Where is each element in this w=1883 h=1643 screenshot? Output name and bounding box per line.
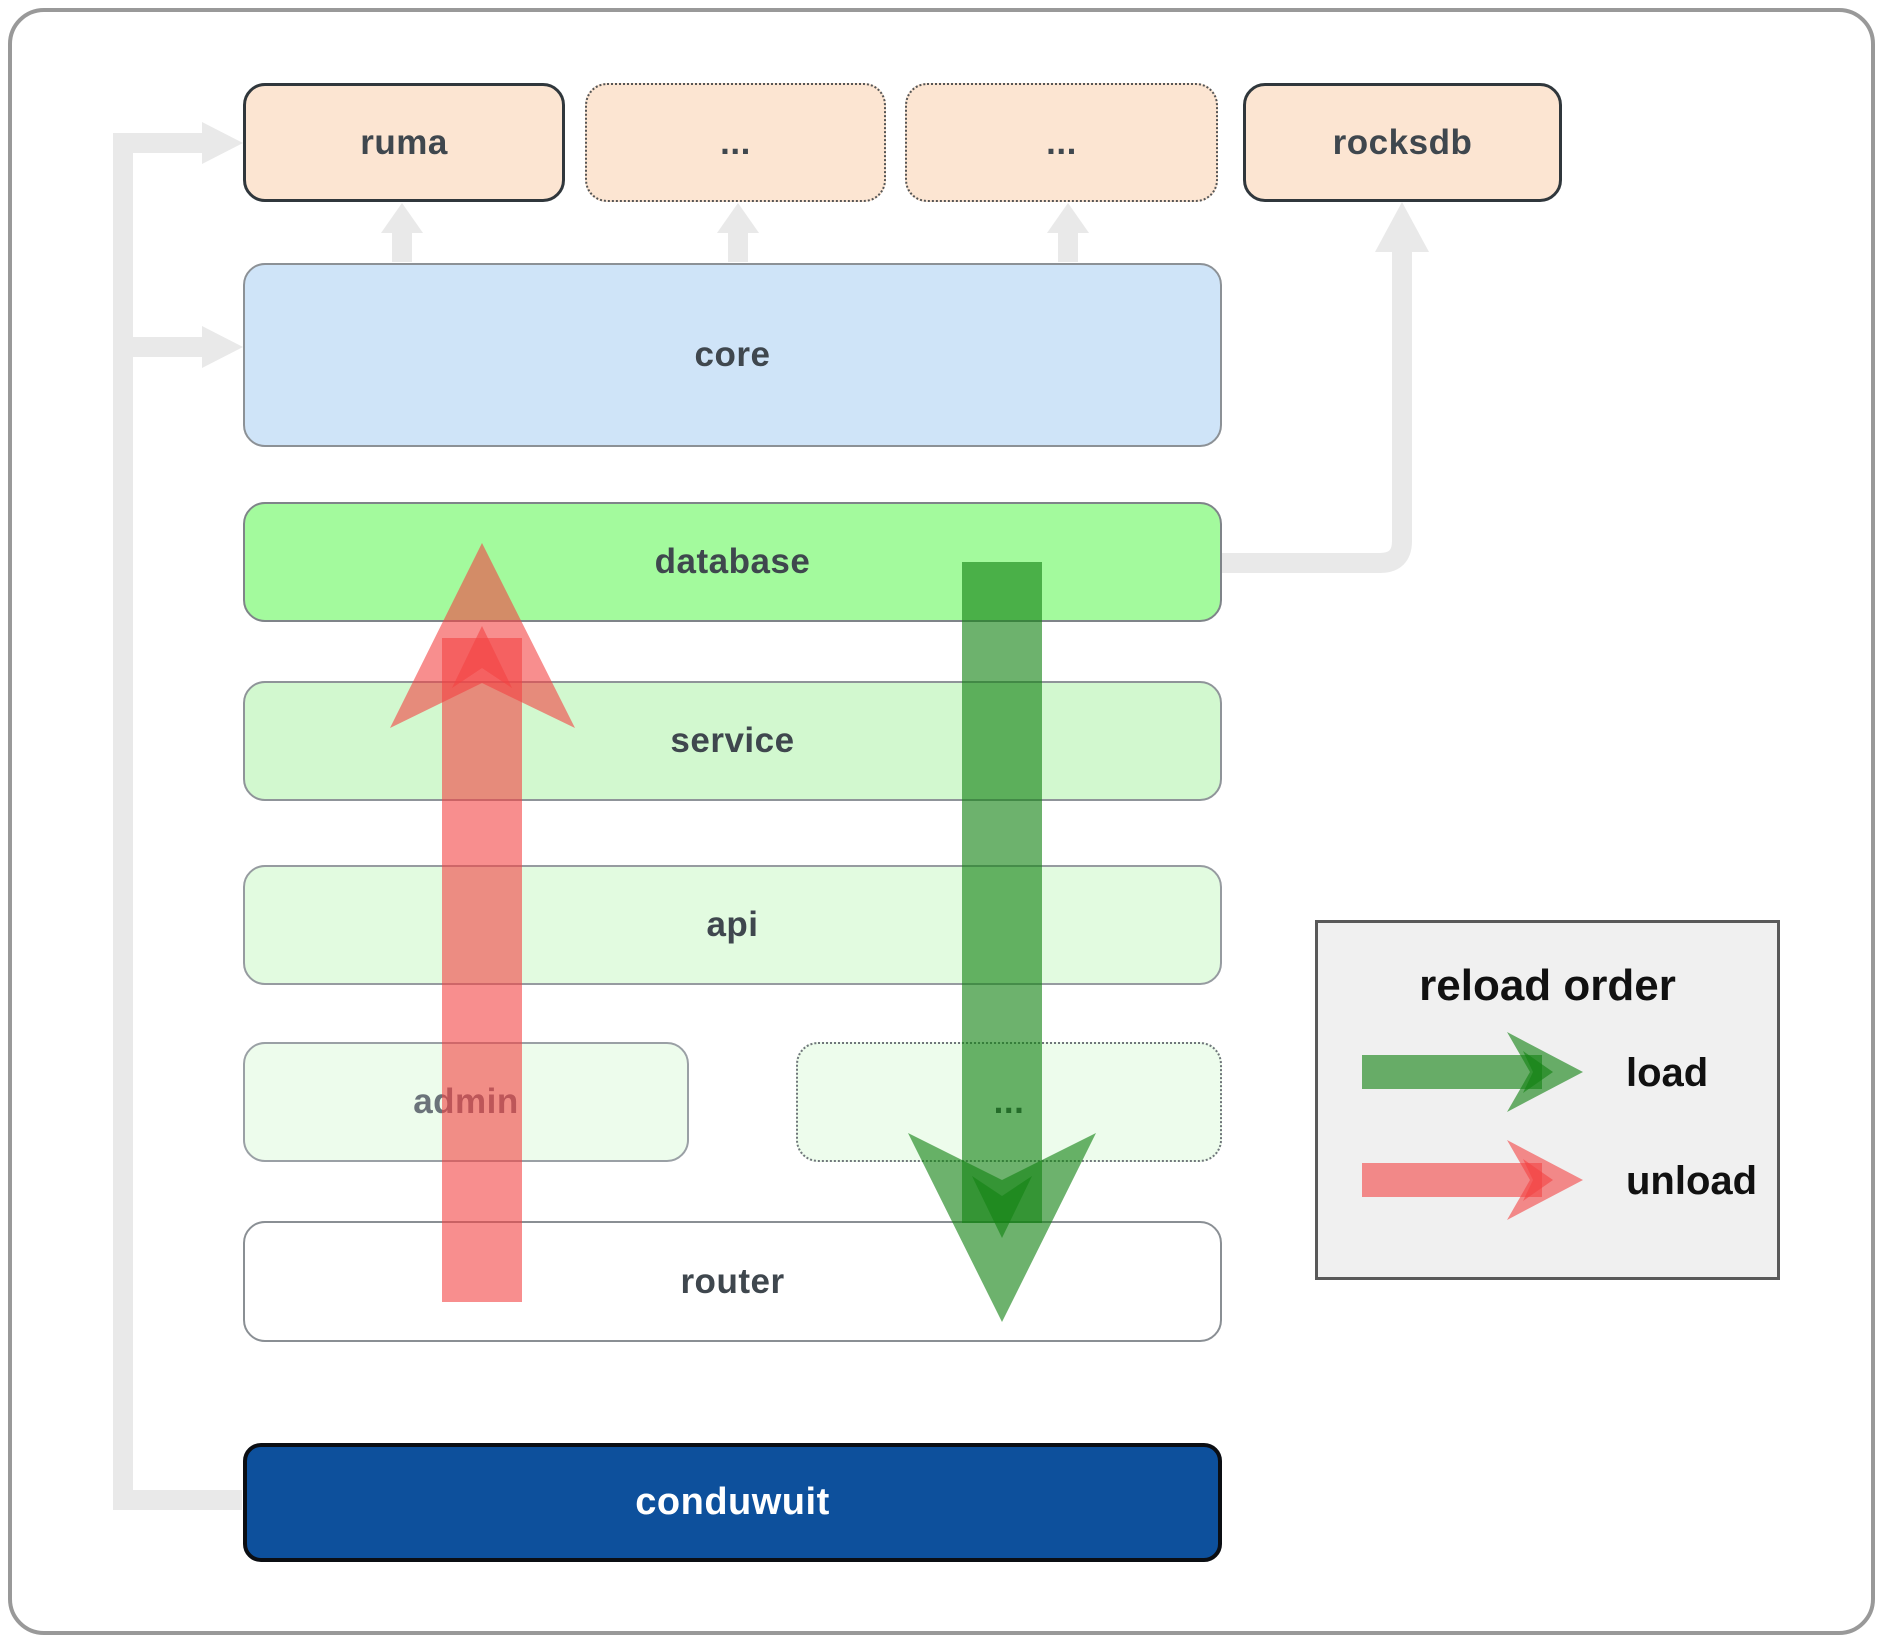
module-database: database: [243, 502, 1222, 622]
module-service: service: [243, 681, 1222, 801]
module-rocksdb: rocksdb: [1243, 83, 1562, 202]
connector-conduwuit-to-ruma: [113, 133, 242, 1510]
module-admin: admin: [243, 1042, 689, 1162]
legend-box: reload order load unload: [1315, 920, 1780, 1280]
module-api: api: [243, 865, 1222, 985]
arrowhead-into-ruma-icon: [202, 122, 243, 164]
legend-title: reload order: [1419, 961, 1676, 1010]
module-ruma: ruma: [243, 83, 565, 202]
module-router: router: [243, 1221, 1222, 1342]
module-core: core: [243, 263, 1222, 447]
arrowhead-core-ruma-icon: [381, 203, 423, 233]
connector-database-to-rocksdb: [1222, 248, 1412, 573]
legend-unload-label: unload: [1626, 1159, 1758, 1203]
module-dots-admin: ...: [796, 1042, 1222, 1162]
module-dots-top-2: ...: [905, 83, 1218, 202]
arrowhead-core-dots1-icon: [717, 203, 759, 233]
module-conduwuit: conduwuit: [243, 1443, 1222, 1562]
legend-load-label: load: [1626, 1051, 1709, 1095]
arrowhead-into-rocksdb-icon: [1375, 202, 1429, 252]
arrowhead-into-core-icon: [202, 326, 243, 368]
module-dots-top-1: ...: [585, 83, 886, 202]
arrowhead-core-dots2-icon: [1047, 203, 1089, 233]
